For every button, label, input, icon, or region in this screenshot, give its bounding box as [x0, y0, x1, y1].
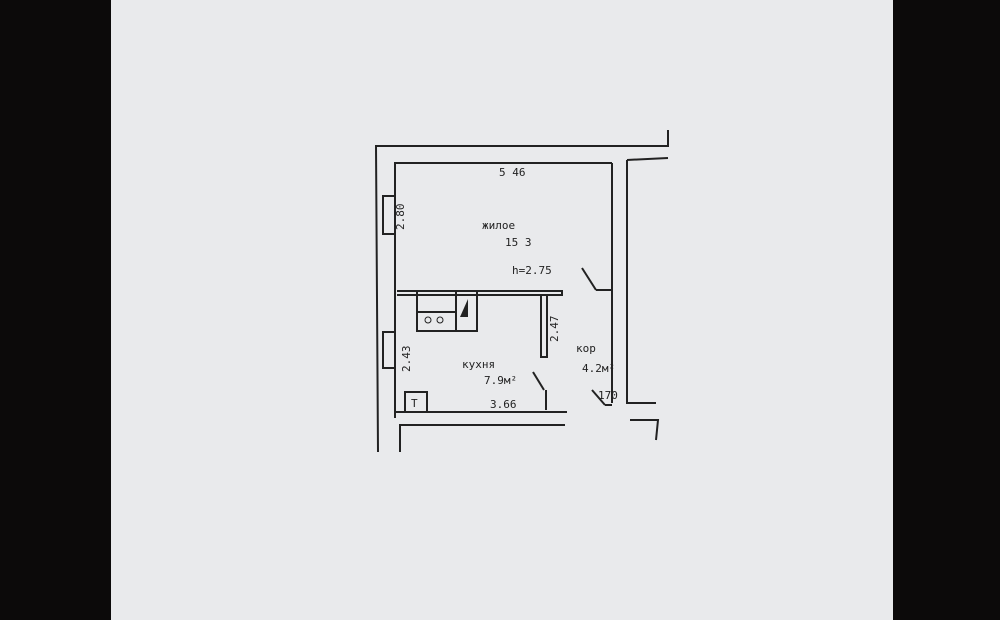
burner-icon	[436, 316, 444, 324]
living-room-name: жилое	[482, 219, 515, 232]
ceiling-height-label: h=2.75	[512, 264, 552, 277]
living-room-area: 15 3	[505, 236, 532, 249]
scanned-floor-plan-sheet	[111, 0, 893, 620]
walls	[374, 130, 669, 453]
corridor-name: кор	[576, 342, 596, 355]
living-width-label: 5 46	[499, 166, 526, 179]
kitchen-name: кухня	[462, 358, 495, 371]
burner-icon	[424, 316, 432, 324]
kitchen-depth-label: 2.43	[400, 346, 413, 373]
living-depth-label: 2.80	[394, 204, 407, 231]
kitchen-width-label: 3.66	[490, 398, 517, 411]
kitchen-area: 7.9м²	[484, 374, 517, 387]
water-heater-label: T	[411, 397, 418, 410]
corridor-width-label: 170	[598, 389, 618, 402]
stove-symbol	[460, 299, 468, 317]
kitchen-side-label: 2.47	[548, 316, 561, 343]
corridor-area: 4.2м²	[582, 362, 615, 375]
